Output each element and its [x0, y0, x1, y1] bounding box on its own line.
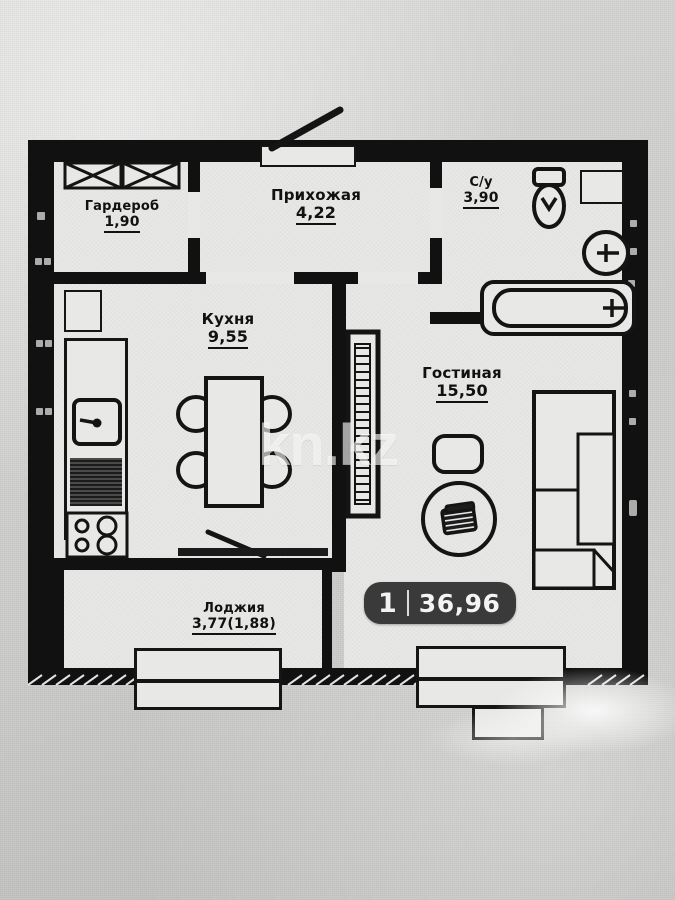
- dimension-tick: [629, 418, 636, 425]
- total-area: 36,96: [418, 588, 501, 618]
- door-opening-bathroom: [430, 188, 442, 238]
- room-area: 15,50: [436, 382, 488, 403]
- kitchen-cooktop: [70, 458, 122, 506]
- room-name: Гардероб: [84, 199, 160, 214]
- interior-wall-loggia-top: [54, 558, 346, 570]
- entrance-door-leaf-icon: [268, 106, 344, 152]
- dimension-tick: [630, 220, 637, 227]
- room-area: 9,55: [207, 328, 249, 349]
- balcony-railing-right-tab: [472, 706, 544, 740]
- room-label-living: Гостиная 15,50: [368, 364, 556, 403]
- bathtub-icon: [480, 280, 636, 336]
- balcony-railing-left-upper: [134, 648, 282, 682]
- loggia-door-leaf-icon: [205, 529, 267, 559]
- room-label-wardrobe: Гардероб 1,90: [64, 200, 180, 233]
- tv-stand-icon: [432, 434, 484, 474]
- summary-badge: 1 36,96: [364, 582, 517, 624]
- bathroom-shelf: [580, 170, 624, 204]
- room-area: 3,77(1,88): [192, 616, 276, 635]
- balcony-railing-right-lower: [416, 678, 566, 708]
- armchair-icon: [440, 501, 478, 536]
- closet-rail-icon: [63, 161, 181, 190]
- badge-divider: [406, 590, 409, 616]
- door-opening-wardrobe: [188, 192, 200, 238]
- room-name: Лоджия: [203, 601, 265, 616]
- washbasin-icon: [582, 230, 630, 276]
- dimension-tick: [35, 258, 42, 265]
- kitchen-stove-burners-icon: [65, 511, 129, 559]
- room-name: Гостиная: [422, 364, 502, 382]
- interior-wall-loggia-left: [54, 558, 64, 676]
- dimension-tick: [36, 340, 43, 347]
- interior-wall-loggia-right: [322, 558, 332, 676]
- dimension-tick: [45, 408, 52, 415]
- room-label-bathroom: С/у 3,90: [450, 176, 512, 209]
- room-area: 3,90: [463, 190, 499, 209]
- toilet-icon: [532, 167, 566, 229]
- room-area: 4,22: [295, 204, 337, 225]
- dimension-tick: [44, 258, 51, 265]
- room-label-hall: Прихожая 4,22: [220, 186, 412, 225]
- dimension-tick: [37, 212, 45, 220]
- room-name: Кухня: [201, 310, 255, 328]
- balcony-railing-right-upper: [416, 646, 566, 680]
- room-count: 1: [378, 587, 397, 619]
- room-area: 1,90: [104, 214, 140, 233]
- room-name: Прихожая: [270, 186, 362, 204]
- watermark: kn.kz: [258, 413, 399, 478]
- dimension-tick: [629, 500, 637, 516]
- door-opening-hall-living: [358, 272, 418, 284]
- room-label-kitchen: Кухня 9,55: [148, 310, 308, 349]
- door-opening-hall-kitchen: [206, 272, 294, 284]
- room-label-loggia: Лоджия 3,77(1,88): [158, 602, 310, 635]
- dimension-tick: [36, 408, 43, 415]
- kitchen-sink-icon: [72, 398, 122, 446]
- room-name: С/у: [469, 175, 493, 190]
- sectional-sofa-icon: [532, 390, 616, 590]
- balcony-railing-left-lower: [134, 680, 282, 710]
- kitchen-upper-cabinet: [64, 290, 102, 332]
- loggia-door-threshold: [178, 548, 328, 556]
- dimension-tick: [629, 390, 636, 397]
- dimension-tick: [45, 340, 52, 347]
